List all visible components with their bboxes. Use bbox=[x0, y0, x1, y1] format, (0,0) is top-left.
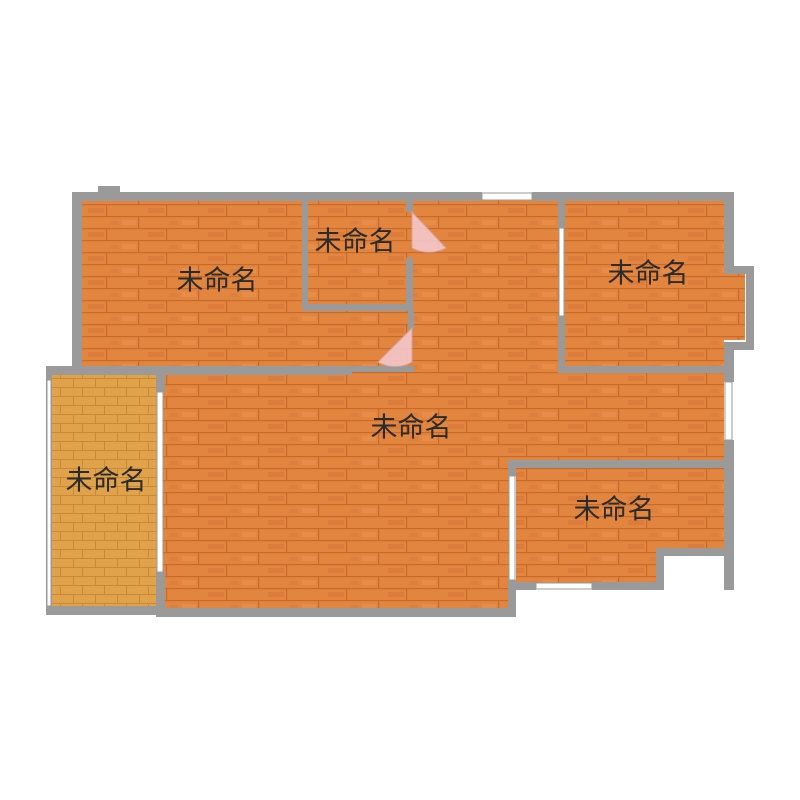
label-balcony-left: 未命名 bbox=[66, 466, 147, 497]
room-labels: 未命名 未命名 未命名 未命名 未命名 未命名 bbox=[66, 227, 689, 526]
window-bottom-room-left bbox=[508, 475, 516, 581]
door-closet-icon bbox=[377, 326, 413, 368]
label-bedroom-top-right: 未命名 bbox=[608, 259, 689, 290]
wall-top-mid bbox=[532, 192, 562, 201]
wall-bedroom-right-bottom bbox=[558, 366, 734, 373]
wall-bedroom-right-left-low bbox=[558, 316, 565, 372]
wall-bottom-room-left-top bbox=[508, 460, 516, 476]
label-room-bottom-right: 未命名 bbox=[574, 495, 655, 526]
wall-bay-right bbox=[746, 266, 754, 350]
floor-hall-top bbox=[408, 200, 562, 370]
window-balcony-inner bbox=[156, 391, 164, 573]
floor-small-room-top bbox=[304, 200, 408, 370]
wall-right-lower bbox=[724, 440, 734, 590]
floor-room-bottom-right bbox=[516, 468, 724, 584]
window-balcony-outer bbox=[46, 379, 52, 607]
wall-notch-top bbox=[656, 548, 734, 556]
wall-left-upper bbox=[72, 192, 82, 372]
wall-balcony-bottom bbox=[46, 606, 166, 615]
wall-bay-bottom bbox=[724, 342, 754, 350]
wall-small-room-right-top bbox=[406, 192, 413, 212]
floor-balcony-left bbox=[52, 372, 158, 608]
label-living-room: 未命名 bbox=[371, 413, 452, 444]
wall-small-room-right-mid bbox=[406, 258, 413, 310]
wall-notch-left bbox=[656, 548, 664, 590]
wall-living-bottom bbox=[156, 608, 516, 617]
wall-closet-right bbox=[408, 310, 414, 330]
label-small-room-top: 未命名 bbox=[315, 227, 396, 258]
wall-bay-top bbox=[724, 266, 754, 274]
wall-bottom-room-bottom bbox=[508, 582, 536, 590]
wall-under-bedroom-2 bbox=[352, 366, 414, 372]
floor-bedroom-top-left bbox=[82, 200, 304, 370]
wall-small-room-bottom bbox=[302, 304, 412, 311]
wall-chimney bbox=[98, 186, 120, 194]
window-top bbox=[481, 192, 533, 201]
doors bbox=[377, 210, 447, 368]
wall-small-room-left bbox=[302, 192, 308, 310]
wall-bottom-room-top bbox=[508, 460, 734, 468]
wall-balcony-divider-top bbox=[156, 370, 165, 392]
wall-bottom-room-bottom-2 bbox=[592, 582, 664, 590]
wall-right-mid bbox=[724, 342, 734, 382]
wall-balcony-divider-bottom bbox=[156, 572, 165, 616]
window-right-mid bbox=[724, 381, 733, 441]
window-bedroom-right-left bbox=[558, 227, 565, 317]
window-bottom-room bbox=[535, 582, 593, 590]
windows bbox=[46, 192, 733, 607]
label-bedroom-top-left: 未命名 bbox=[177, 266, 258, 297]
door-small-room-icon bbox=[411, 210, 447, 253]
wall-top-right bbox=[558, 192, 734, 201]
wall-bedroom-right-left bbox=[558, 192, 565, 228]
floor-bedroom-top-right bbox=[562, 200, 745, 368]
wall-top-left bbox=[72, 192, 482, 201]
wall-bottom-room-left-low bbox=[508, 580, 516, 614]
wall-right-upper bbox=[724, 192, 734, 272]
floor-living-room bbox=[160, 370, 724, 608]
floors bbox=[52, 200, 745, 608]
wall-under-bedroom bbox=[46, 366, 352, 375]
